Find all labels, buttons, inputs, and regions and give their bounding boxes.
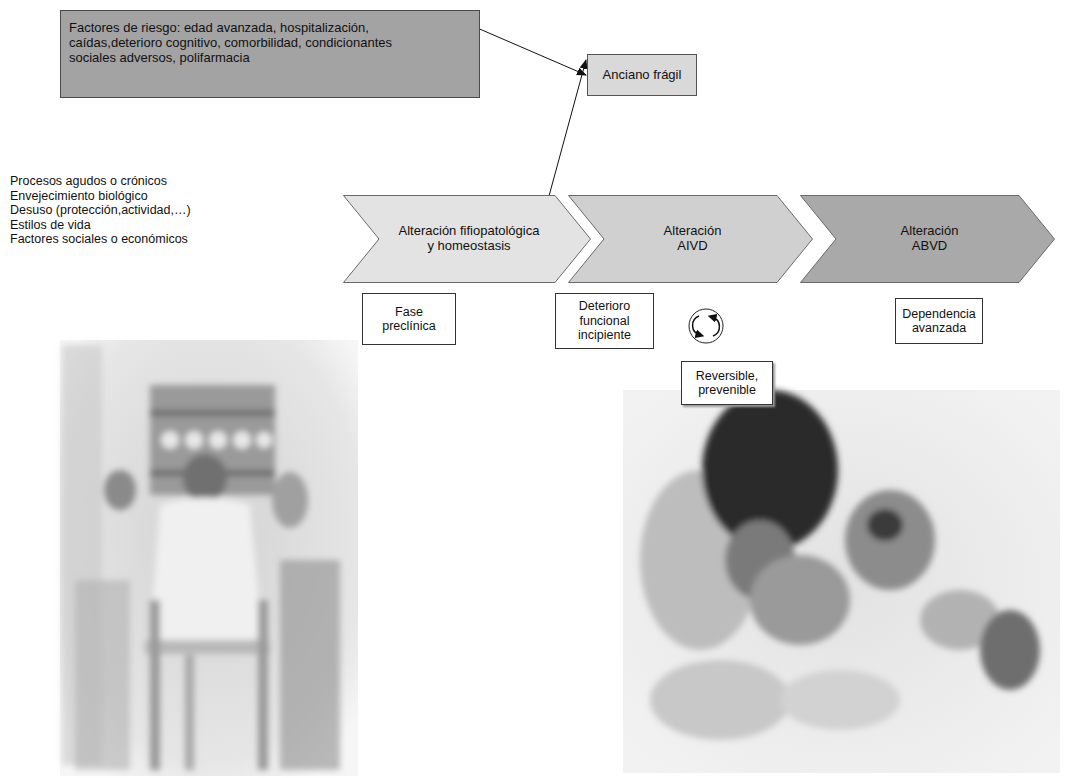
cause-label: Envejecimiento biológico <box>10 189 148 204</box>
cause-label: Factores sociales o económicos <box>10 232 188 247</box>
photo-left <box>60 340 358 776</box>
cycle-icon <box>689 309 723 343</box>
cause-label: Estilos de vida <box>10 218 91 233</box>
node-text: Alteración AIVD <box>648 224 738 254</box>
stage-chevron: Alteración ABVD <box>800 195 1055 283</box>
cause-label: Desuso (protección,actividad,…) <box>10 203 191 218</box>
phase-box: Dependencia avanzada <box>895 298 983 344</box>
node-text: Factores de riesgo: edad avanzada, hospi… <box>69 21 427 66</box>
phase-box: Deterioro funcional incipiente <box>555 293 654 349</box>
risk-factor-box: Factores de riesgo: edad avanzada, hospi… <box>60 10 480 98</box>
cause-label: Procesos agudos o crónicos <box>10 174 167 189</box>
phase-box: Fase preclínica <box>362 293 456 345</box>
arrow-connector <box>549 60 586 196</box>
node-text: Alteración fifiopatológica y homeostasis <box>394 224 544 254</box>
node-text: Alteración ABVD <box>885 224 975 254</box>
stage-chevron: Alteración fifiopatológica y homeostasis <box>343 195 591 283</box>
node-text: Reversible, prevenible <box>687 369 767 398</box>
photo-right <box>623 390 1060 773</box>
stage-chevron: Alteración AIVD <box>568 195 813 283</box>
note-box: Reversible, prevenible <box>681 361 773 405</box>
outcome-box: Anciano frágil <box>587 54 697 96</box>
node-text: Deterioro funcional incipiente <box>561 299 648 342</box>
node-text: Fase preclínica <box>368 305 450 334</box>
node-text: Dependencia avanzada <box>901 307 977 336</box>
node-text: Anciano frágil <box>603 68 682 83</box>
